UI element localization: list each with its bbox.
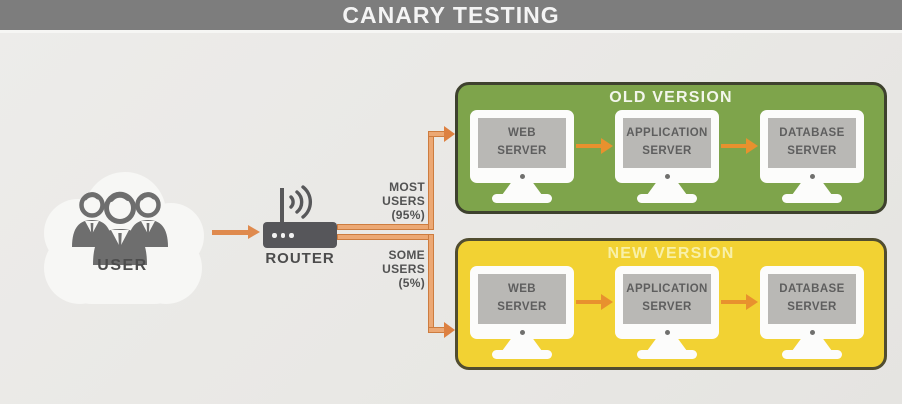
monitor-application-server: APPLICATION SERVER xyxy=(615,110,719,203)
monitor-frame: WEB SERVER xyxy=(470,110,574,183)
arrow-shaft xyxy=(212,230,250,235)
monitor-web-server: WEB SERVER xyxy=(470,110,574,203)
router-led-dots xyxy=(272,233,294,238)
arrow-web-to-app xyxy=(576,138,613,154)
wifi-signal-icon xyxy=(289,185,313,219)
monitor-stand-base xyxy=(492,350,552,359)
monitor-stand-neck xyxy=(502,339,542,351)
panel-old-version: OLD VERSION WEB SERVER APPLICATION SERVE… xyxy=(455,82,887,214)
monitor-screen: APPLICATION SERVER xyxy=(623,274,711,324)
monitor-stand-neck xyxy=(502,183,542,195)
monitor-database-server: DATABASE SERVER xyxy=(760,266,864,359)
monitor-frame: WEB SERVER xyxy=(470,266,574,339)
server-label: DATABASE SERVER xyxy=(779,283,845,313)
arrowhead-icon xyxy=(444,322,455,338)
panel-title-new: NEW VERSION xyxy=(607,245,735,262)
arrow-shaft xyxy=(721,300,747,304)
arrow-shaft xyxy=(721,144,747,148)
arrowhead-icon xyxy=(248,225,260,239)
camera-dot xyxy=(809,174,815,179)
router-led-dot xyxy=(289,233,294,238)
server-label: WEB SERVER xyxy=(497,283,547,313)
some-users-label: SOME USERS (5%) xyxy=(382,248,425,291)
monitor-frame: DATABASE SERVER xyxy=(760,266,864,339)
server-label: DATABASE SERVER xyxy=(779,127,845,157)
panel-new-version: NEW VERSION WEB SERVER APPLICATION SERVE… xyxy=(455,238,887,370)
monitor-frame: DATABASE SERVER xyxy=(760,110,864,183)
monitor-stand-neck xyxy=(647,183,687,195)
server-label: APPLICATION SERVER xyxy=(626,127,708,157)
route-segment xyxy=(337,234,434,240)
arrow-web-to-app xyxy=(576,294,613,310)
server-label: APPLICATION SERVER xyxy=(626,283,708,313)
arrowhead-icon xyxy=(444,126,455,142)
monitor-stand-neck xyxy=(792,183,832,195)
arrowhead-icon xyxy=(601,294,613,310)
arrowhead-icon xyxy=(746,294,758,310)
monitor-stand-base xyxy=(637,194,697,203)
route-segment xyxy=(337,224,434,230)
monitor-stand-base xyxy=(782,194,842,203)
arrowhead-icon xyxy=(601,138,613,154)
arrow-app-to-db xyxy=(721,294,758,310)
camera-dot xyxy=(519,330,525,335)
most-users-label: MOST USERS (95%) xyxy=(382,180,425,223)
monitor-stand-base xyxy=(492,194,552,203)
monitor-screen: DATABASE SERVER xyxy=(768,118,856,168)
server-label: WEB SERVER xyxy=(497,127,547,157)
monitor-stand-neck xyxy=(647,339,687,351)
router-icon xyxy=(263,222,337,248)
arrow-shaft xyxy=(576,300,602,304)
monitor-database-server: DATABASE SERVER xyxy=(760,110,864,203)
monitor-web-server: WEB SERVER xyxy=(470,266,574,359)
monitor-stand-neck xyxy=(792,339,832,351)
route-segment xyxy=(428,131,434,230)
monitor-screen: WEB SERVER xyxy=(478,118,566,168)
arrow-shaft xyxy=(576,144,602,148)
monitor-stand-base xyxy=(637,350,697,359)
router-antenna xyxy=(280,188,284,224)
monitor-screen: WEB SERVER xyxy=(478,274,566,324)
router-led-dot xyxy=(272,233,277,238)
page-title: CANARY TESTING xyxy=(342,1,560,28)
monitor-stand-base xyxy=(782,350,842,359)
route-segment xyxy=(428,234,434,333)
monitor-screen: APPLICATION SERVER xyxy=(623,118,711,168)
users-icon xyxy=(72,191,168,265)
panel-title-old: OLD VERSION xyxy=(609,89,733,106)
user-label: USER xyxy=(97,257,148,274)
arrow-app-to-db xyxy=(721,138,758,154)
monitor-frame: APPLICATION SERVER xyxy=(615,266,719,339)
monitor-screen: DATABASE SERVER xyxy=(768,274,856,324)
camera-dot xyxy=(664,174,670,179)
camera-dot xyxy=(809,330,815,335)
arrowhead-icon xyxy=(746,138,758,154)
router-led-dot xyxy=(280,233,285,238)
camera-dot xyxy=(664,330,670,335)
router-label: ROUTER xyxy=(265,250,335,267)
title-bar: CANARY TESTING xyxy=(0,0,902,33)
monitor-frame: APPLICATION SERVER xyxy=(615,110,719,183)
camera-dot xyxy=(519,174,525,179)
monitor-application-server: APPLICATION SERVER xyxy=(615,266,719,359)
